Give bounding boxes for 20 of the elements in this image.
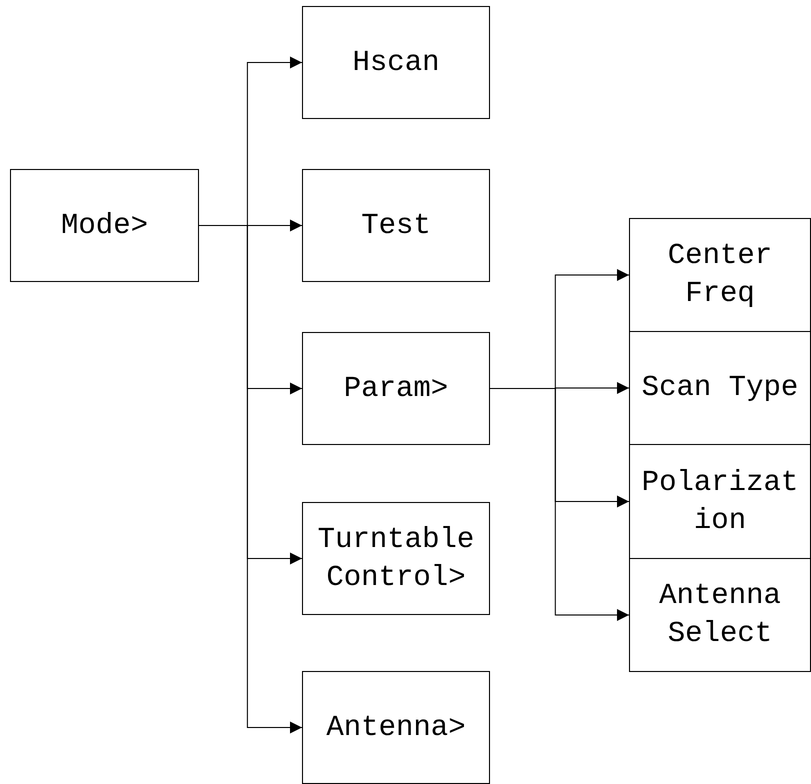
menu-box bbox=[302, 671, 490, 784]
menu-label: Turntable Control> bbox=[316, 522, 476, 596]
menu-label: Antenna> bbox=[325, 710, 467, 746]
menu-box bbox=[302, 169, 490, 282]
menu-box bbox=[302, 332, 490, 445]
menu-box bbox=[629, 444, 811, 559]
menu-label: Antenna Select bbox=[658, 578, 782, 652]
menu-label: Test bbox=[360, 208, 432, 244]
menu-box bbox=[302, 6, 490, 119]
menu-label: Param> bbox=[342, 370, 450, 406]
menu-label: Scan Type bbox=[640, 370, 800, 406]
menu-box bbox=[629, 558, 811, 672]
menu-box bbox=[629, 331, 811, 445]
menu-label: Center Freq bbox=[666, 238, 774, 312]
menu-box bbox=[629, 218, 811, 332]
menu-box bbox=[302, 502, 490, 615]
menu-label: Mode> bbox=[60, 208, 149, 244]
menu-label: Polarization bbox=[640, 464, 800, 538]
menu-box bbox=[10, 169, 199, 282]
menu-label: Hscan bbox=[351, 44, 440, 80]
